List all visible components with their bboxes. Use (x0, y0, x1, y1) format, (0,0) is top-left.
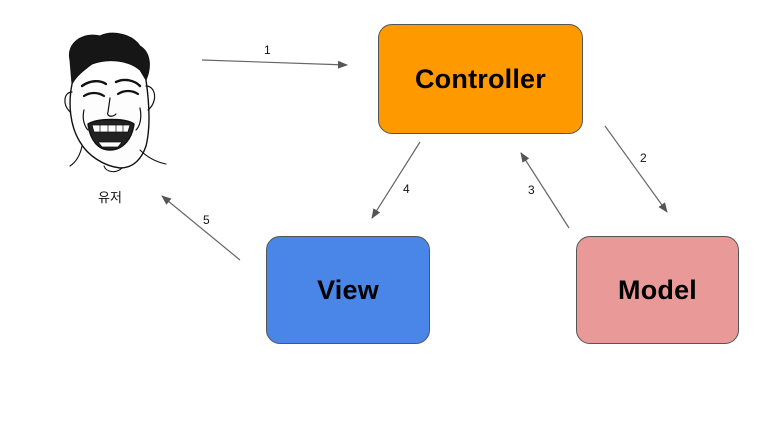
edge-3-line (520, 152, 570, 229)
view-node: View (266, 236, 430, 344)
controller-label: Controller (414, 63, 546, 94)
edge-5-label: 5 (203, 213, 210, 227)
controller-node: Controller (378, 24, 583, 134)
user-label: 유저 (98, 191, 122, 206)
edge-2-label: 2 (640, 151, 647, 165)
edge-3-label: 3 (528, 183, 535, 197)
edge-5-line (161, 195, 241, 261)
user-face (64, 32, 167, 173)
model-label: Model (618, 274, 697, 305)
edge-4-label: 4 (403, 182, 410, 196)
view-label: View (317, 274, 379, 305)
edge-4-line (371, 141, 421, 219)
edge-2-line (604, 125, 668, 213)
model-node: Model (576, 236, 739, 344)
edge-1-label: 1 (264, 43, 271, 57)
edge-1-line (201, 59, 348, 69)
